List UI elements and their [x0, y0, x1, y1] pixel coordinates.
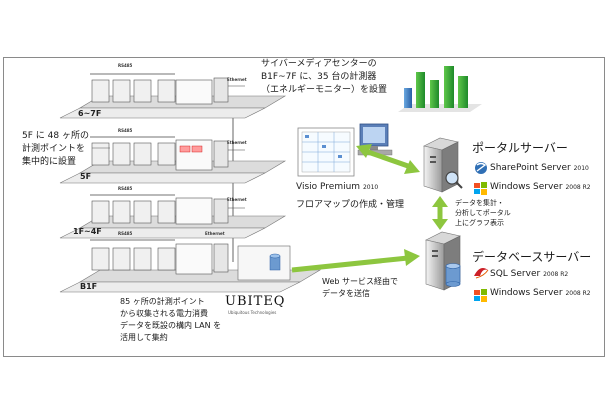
floor-label-1f-4f: 1F~4F: [73, 227, 102, 236]
floor-slab-5f: [59, 136, 287, 184]
bar-chart-graphic: [398, 66, 482, 112]
note-agg-line: 上にグラフ表示: [455, 219, 504, 227]
windows-server-name-db: Windows Server: [490, 288, 563, 298]
sharepoint-label: SharePoint Server 2010: [490, 163, 589, 173]
note-bottom-line: 活用して集約: [120, 333, 168, 342]
visio-brand-name: Visio Premium: [296, 182, 361, 192]
net-label-1-4f: Ethernet: [227, 197, 247, 202]
windows-server-name: Windows Server: [490, 182, 563, 192]
bus-label-5f: RS485: [118, 128, 133, 133]
bus-label-1-4f: RS485: [118, 186, 133, 191]
floor-label-b1f: B1F: [80, 282, 98, 291]
sql-server-logo-icon: [474, 268, 489, 279]
windows-logo-icon-db: [474, 289, 487, 302]
note-top-line: （エネルギーモニター）を設置: [261, 85, 388, 95]
magnifier-icon: [445, 171, 463, 189]
sharepoint-version: 2010: [573, 165, 589, 172]
sql-server-label: SQL Server 2008 R2: [490, 269, 568, 279]
floor-label-6-7f: 6~7F: [78, 109, 102, 118]
database-cylinder-icon: [445, 263, 461, 287]
note-bottom-line: データを既設の構内 LAN を: [120, 321, 222, 330]
ubiteq-logo: UBITEQ: [225, 294, 286, 309]
net-label-5f: Ethernet: [227, 140, 247, 145]
visio-version: 2010: [362, 184, 379, 191]
net-label-6-7f: Ethernet: [227, 77, 247, 82]
note-left-line: 計測ポイントを: [22, 144, 86, 154]
windows-server-label-db: Windows Server 2008 R2: [490, 288, 591, 298]
note-left-line: 5F に 48 ヶ所の: [22, 131, 89, 141]
db-title: データベースサーバー: [472, 250, 592, 264]
note-web-line: データを送信: [322, 289, 370, 298]
note-left: 5F に 48 ヶ所の 計測ポイントを 集中的に設置: [22, 130, 89, 169]
note-top-line: B1F~7F に、35 台の計測器: [261, 72, 377, 82]
sharepoint-name: SharePoint Server: [490, 163, 571, 173]
sql-server-name: SQL Server: [490, 269, 541, 279]
visio-monitor-icon: [297, 127, 355, 177]
bus-label-b1f: RS485: [118, 231, 133, 236]
windows-logo-icon: [474, 182, 487, 195]
ubiteq-tagline: Ubiquitous Technologies: [228, 310, 277, 315]
note-aggregation: データを集計・ 分析してポータル 上にグラフ表示: [455, 198, 511, 228]
note-top: サイバーメディアセンターの B1F~7F に、35 台の計測器 （エネルギーモニ…: [261, 58, 387, 97]
windows-server-label: Windows Server 2008 R2: [490, 182, 591, 192]
note-web-line: Web サービス経由で: [322, 277, 398, 286]
arrow-portal-db: [432, 196, 448, 230]
floor-slab-b1f: [59, 239, 322, 293]
sharepoint-logo-icon: [475, 162, 487, 174]
windows-server-version-db: 2008 R2: [565, 290, 591, 297]
visio-caption: フロアマップの作成・管理: [296, 200, 405, 210]
sql-server-version: 2008 R2: [543, 271, 569, 278]
portal-title: ポータルサーバー: [472, 141, 568, 155]
floor-slab-1f-4f: [59, 194, 287, 239]
note-left-line: 集中的に設置: [22, 157, 77, 167]
note-agg-line: 分析してポータル: [455, 209, 511, 217]
note-bottom: 85 ヶ所の計測ポイント から収集される電力消費 データを既設の構内 LAN を…: [120, 296, 221, 344]
note-web: Web サービス経由で データを送信: [322, 276, 398, 300]
windows-server-version: 2008 R2: [565, 184, 591, 191]
arrow-b1f-db: [291, 249, 420, 273]
arrow-visio-portal: [356, 144, 420, 174]
note-agg-line: データを集計・: [455, 199, 504, 207]
note-bottom-line: 85 ヶ所の計測ポイント: [120, 297, 205, 306]
bus-label-6-7f: RS485: [118, 63, 133, 68]
net-label-b1f: Ethernet: [205, 231, 225, 236]
floor-label-5f: 5F: [80, 172, 92, 181]
floor-slab-6-7f: [59, 73, 287, 119]
visio-brand: Visio Premium 2010: [296, 182, 378, 192]
note-bottom-line: から収集される電力消費: [120, 309, 208, 318]
note-top-line: サイバーメディアセンターの: [261, 59, 377, 69]
